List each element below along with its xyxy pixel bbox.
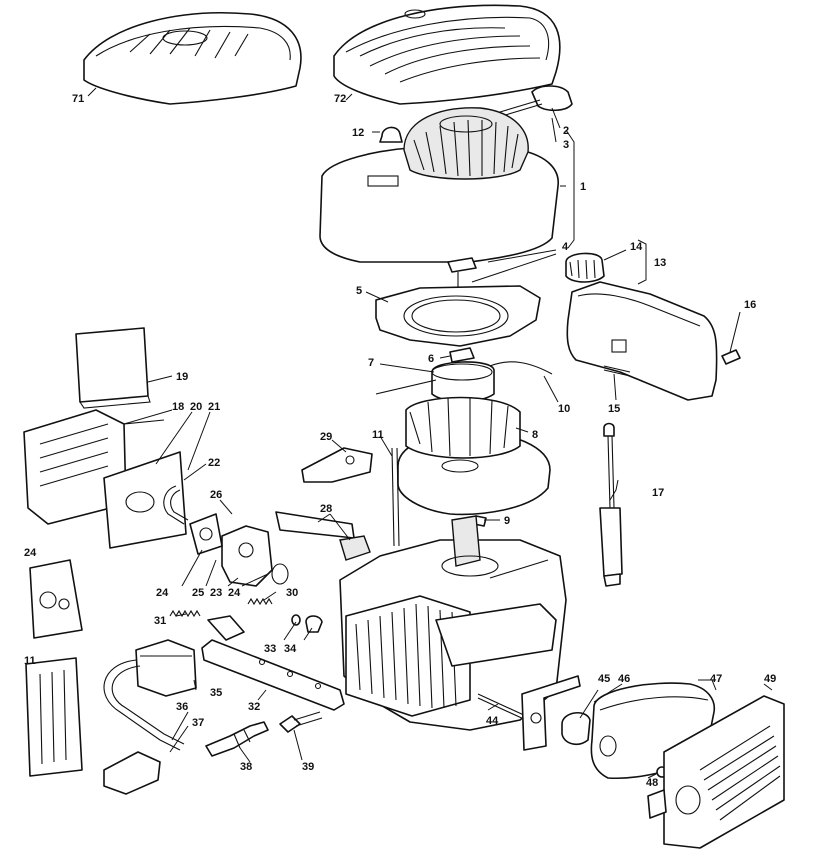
callout-9: 9 [504, 515, 510, 527]
callout-3: 3 [563, 139, 569, 151]
spark-plug-38 [205, 721, 269, 757]
callout-36: 36 [176, 701, 188, 713]
callout-11: 11 [24, 655, 36, 667]
recoil-starter-housing [319, 107, 559, 263]
callout-17: 17 [652, 487, 664, 499]
callout-46: 46 [618, 673, 630, 685]
callout-21: 21 [208, 401, 220, 413]
governor-plate-32 [201, 615, 345, 711]
callout-16: 16 [744, 299, 756, 311]
callout-48: 48 [646, 777, 658, 789]
nut-6 [449, 347, 475, 363]
callout-33: 33 [264, 643, 276, 655]
callout-8: 8 [532, 429, 538, 441]
callout-26: 26 [210, 489, 222, 501]
fuel-cap-14 [565, 252, 605, 283]
carburetor-23 [221, 525, 289, 587]
callout-49: 49 [764, 673, 776, 685]
flywheel-8 [397, 396, 551, 516]
callout-44: 44 [486, 715, 499, 727]
callout-38: 38 [240, 761, 252, 773]
muffler-guard-49 [647, 695, 785, 849]
callout-31: 31 [154, 615, 166, 627]
callout-34: 34 [284, 643, 297, 655]
ignition-coil-35 [103, 639, 197, 751]
air-filter-plate-21 [103, 451, 187, 549]
gasket-24 [189, 513, 223, 555]
callout-32: 32 [248, 701, 260, 713]
callout-19: 19 [176, 371, 188, 383]
studs-inset-11 [25, 657, 83, 777]
washer-33 [291, 614, 301, 626]
gasket-plate-5 [375, 285, 541, 347]
stud-11 [391, 447, 400, 547]
exhaust-stud-44 [477, 693, 527, 721]
callout-18: 18 [172, 401, 184, 413]
breather-tube-22 [163, 485, 189, 525]
callout-30: 30 [286, 587, 298, 599]
callout-15: 15 [608, 403, 620, 415]
spark-plug-cap-37 [103, 751, 161, 795]
bolt-39 [279, 711, 323, 733]
clip-4 [447, 257, 477, 288]
fuel-line-17 [599, 422, 623, 587]
bracket-29 [301, 447, 373, 483]
exhaust-bracket-45 [521, 675, 581, 751]
clip-34 [305, 615, 323, 633]
callout-labels: 71 72 2 3 12 1 4 14 13 5 16 6 7 19 10 15… [24, 93, 776, 789]
fuel-tank-13 [566, 281, 718, 401]
callout-7: 7 [368, 357, 374, 369]
callout-47: 47 [710, 673, 722, 685]
bolt-16 [721, 349, 741, 365]
callout-71: 71 [72, 93, 84, 105]
callout-11: 11 [372, 429, 384, 441]
callout-24: 24 [156, 587, 169, 599]
bolt-15 [603, 365, 631, 377]
callout-24: 24 [24, 547, 37, 559]
callout-13: 13 [654, 257, 666, 269]
callout-45: 45 [598, 673, 610, 685]
callout-14: 14 [630, 241, 643, 253]
callout-2: 2 [563, 125, 569, 137]
callout-5: 5 [356, 285, 362, 297]
callout-23: 23 [210, 587, 222, 599]
engine-cover-71 [83, 12, 302, 105]
callout-72: 72 [334, 93, 346, 105]
callout-37: 37 [192, 717, 204, 729]
engine-block [339, 515, 567, 731]
callout-39: 39 [302, 761, 314, 773]
exhaust-gasket-46 [561, 712, 591, 746]
callout-35: 35 [210, 687, 222, 699]
callout-29: 29 [320, 431, 332, 443]
callout-25: 25 [192, 587, 204, 599]
spring-31 [169, 609, 201, 618]
starter-cup-7 [431, 361, 495, 403]
rod-10 [375, 361, 553, 395]
callout-4: 4 [562, 241, 569, 253]
callout-10: 10 [558, 403, 570, 415]
carburetor-spacer-28 [275, 511, 371, 561]
engine-cover-72 [333, 4, 561, 105]
spring-30 [247, 597, 273, 606]
callout-12: 12 [352, 127, 364, 139]
callout-24: 24 [228, 587, 241, 599]
cap-12 [379, 126, 403, 143]
leader-lines [87, 87, 773, 779]
air-filter-sponge-19 [75, 327, 151, 409]
callout-1: 1 [580, 181, 586, 193]
gasket-inset-24 [29, 559, 83, 639]
callout-6: 6 [428, 353, 434, 365]
callout-22: 22 [208, 457, 220, 469]
callout-20: 20 [190, 401, 202, 413]
callout-28: 28 [320, 503, 332, 515]
